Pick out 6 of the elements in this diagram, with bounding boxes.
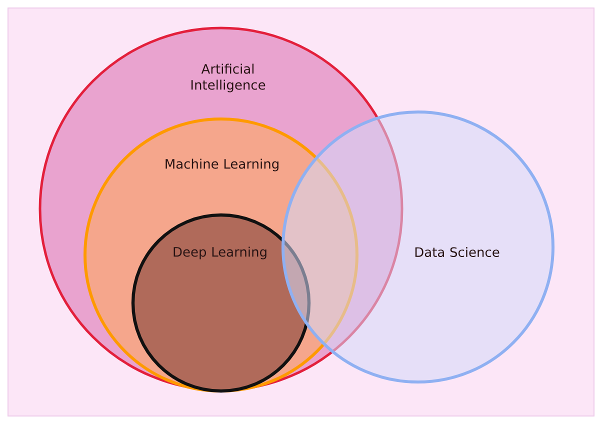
circle-label: Machine Learning	[166, 158, 278, 172]
circle-label: Artificial Intelligence	[191, 64, 266, 92]
circle-label: Data Science	[415, 246, 500, 258]
venn-circle	[131, 213, 311, 393]
circle-label: Deep Learning	[174, 246, 266, 260]
venn-circle	[282, 110, 554, 384]
